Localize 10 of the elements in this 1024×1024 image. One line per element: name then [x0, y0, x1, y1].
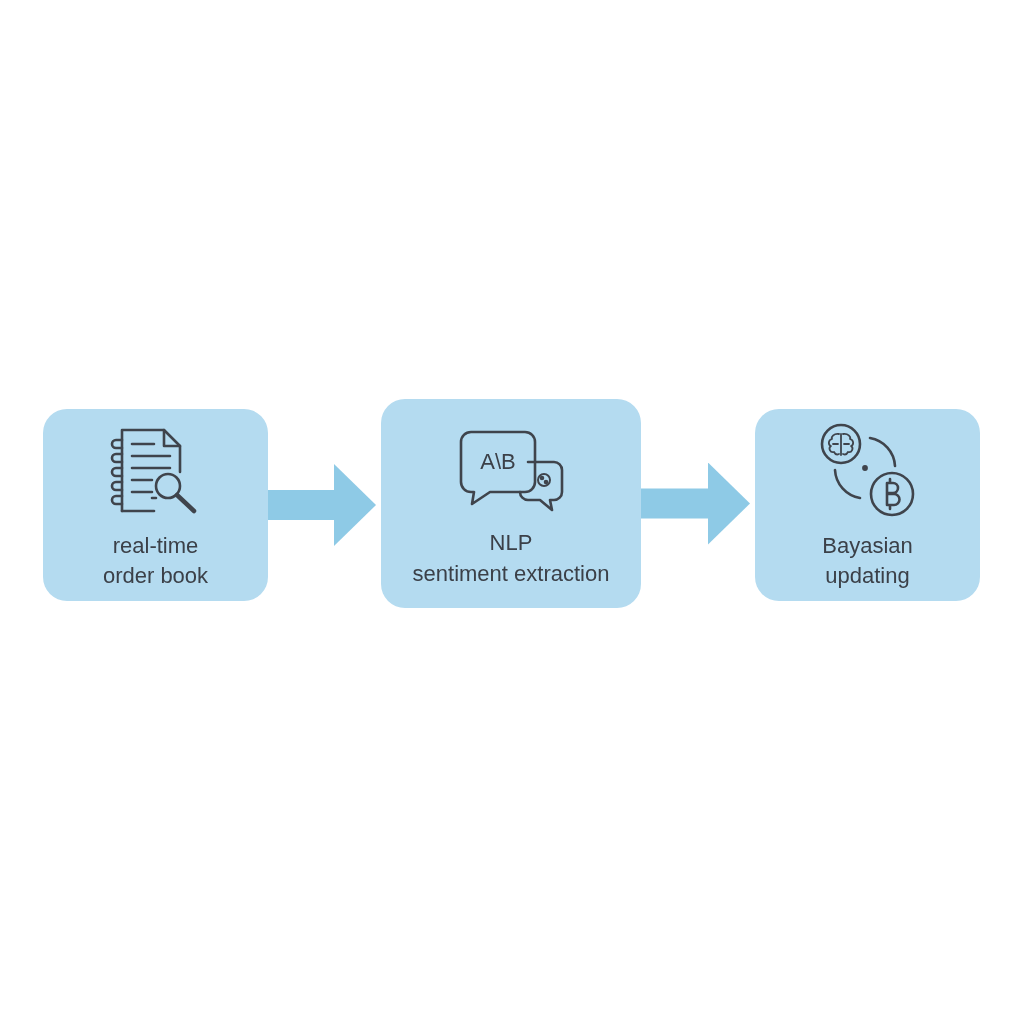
- arrow: [641, 462, 750, 545]
- node-label: sentiment extraction: [411, 560, 611, 588]
- node-label: Bayasian updating: [821, 532, 914, 590]
- node-label: NLP: [488, 529, 534, 557]
- arrow: [268, 464, 376, 546]
- process-box: [43, 409, 268, 601]
- process-box: [381, 399, 641, 608]
- icon-letters: A\B: [479, 449, 517, 475]
- process-box: [755, 409, 980, 601]
- node-label: real-time order book: [101, 532, 210, 590]
